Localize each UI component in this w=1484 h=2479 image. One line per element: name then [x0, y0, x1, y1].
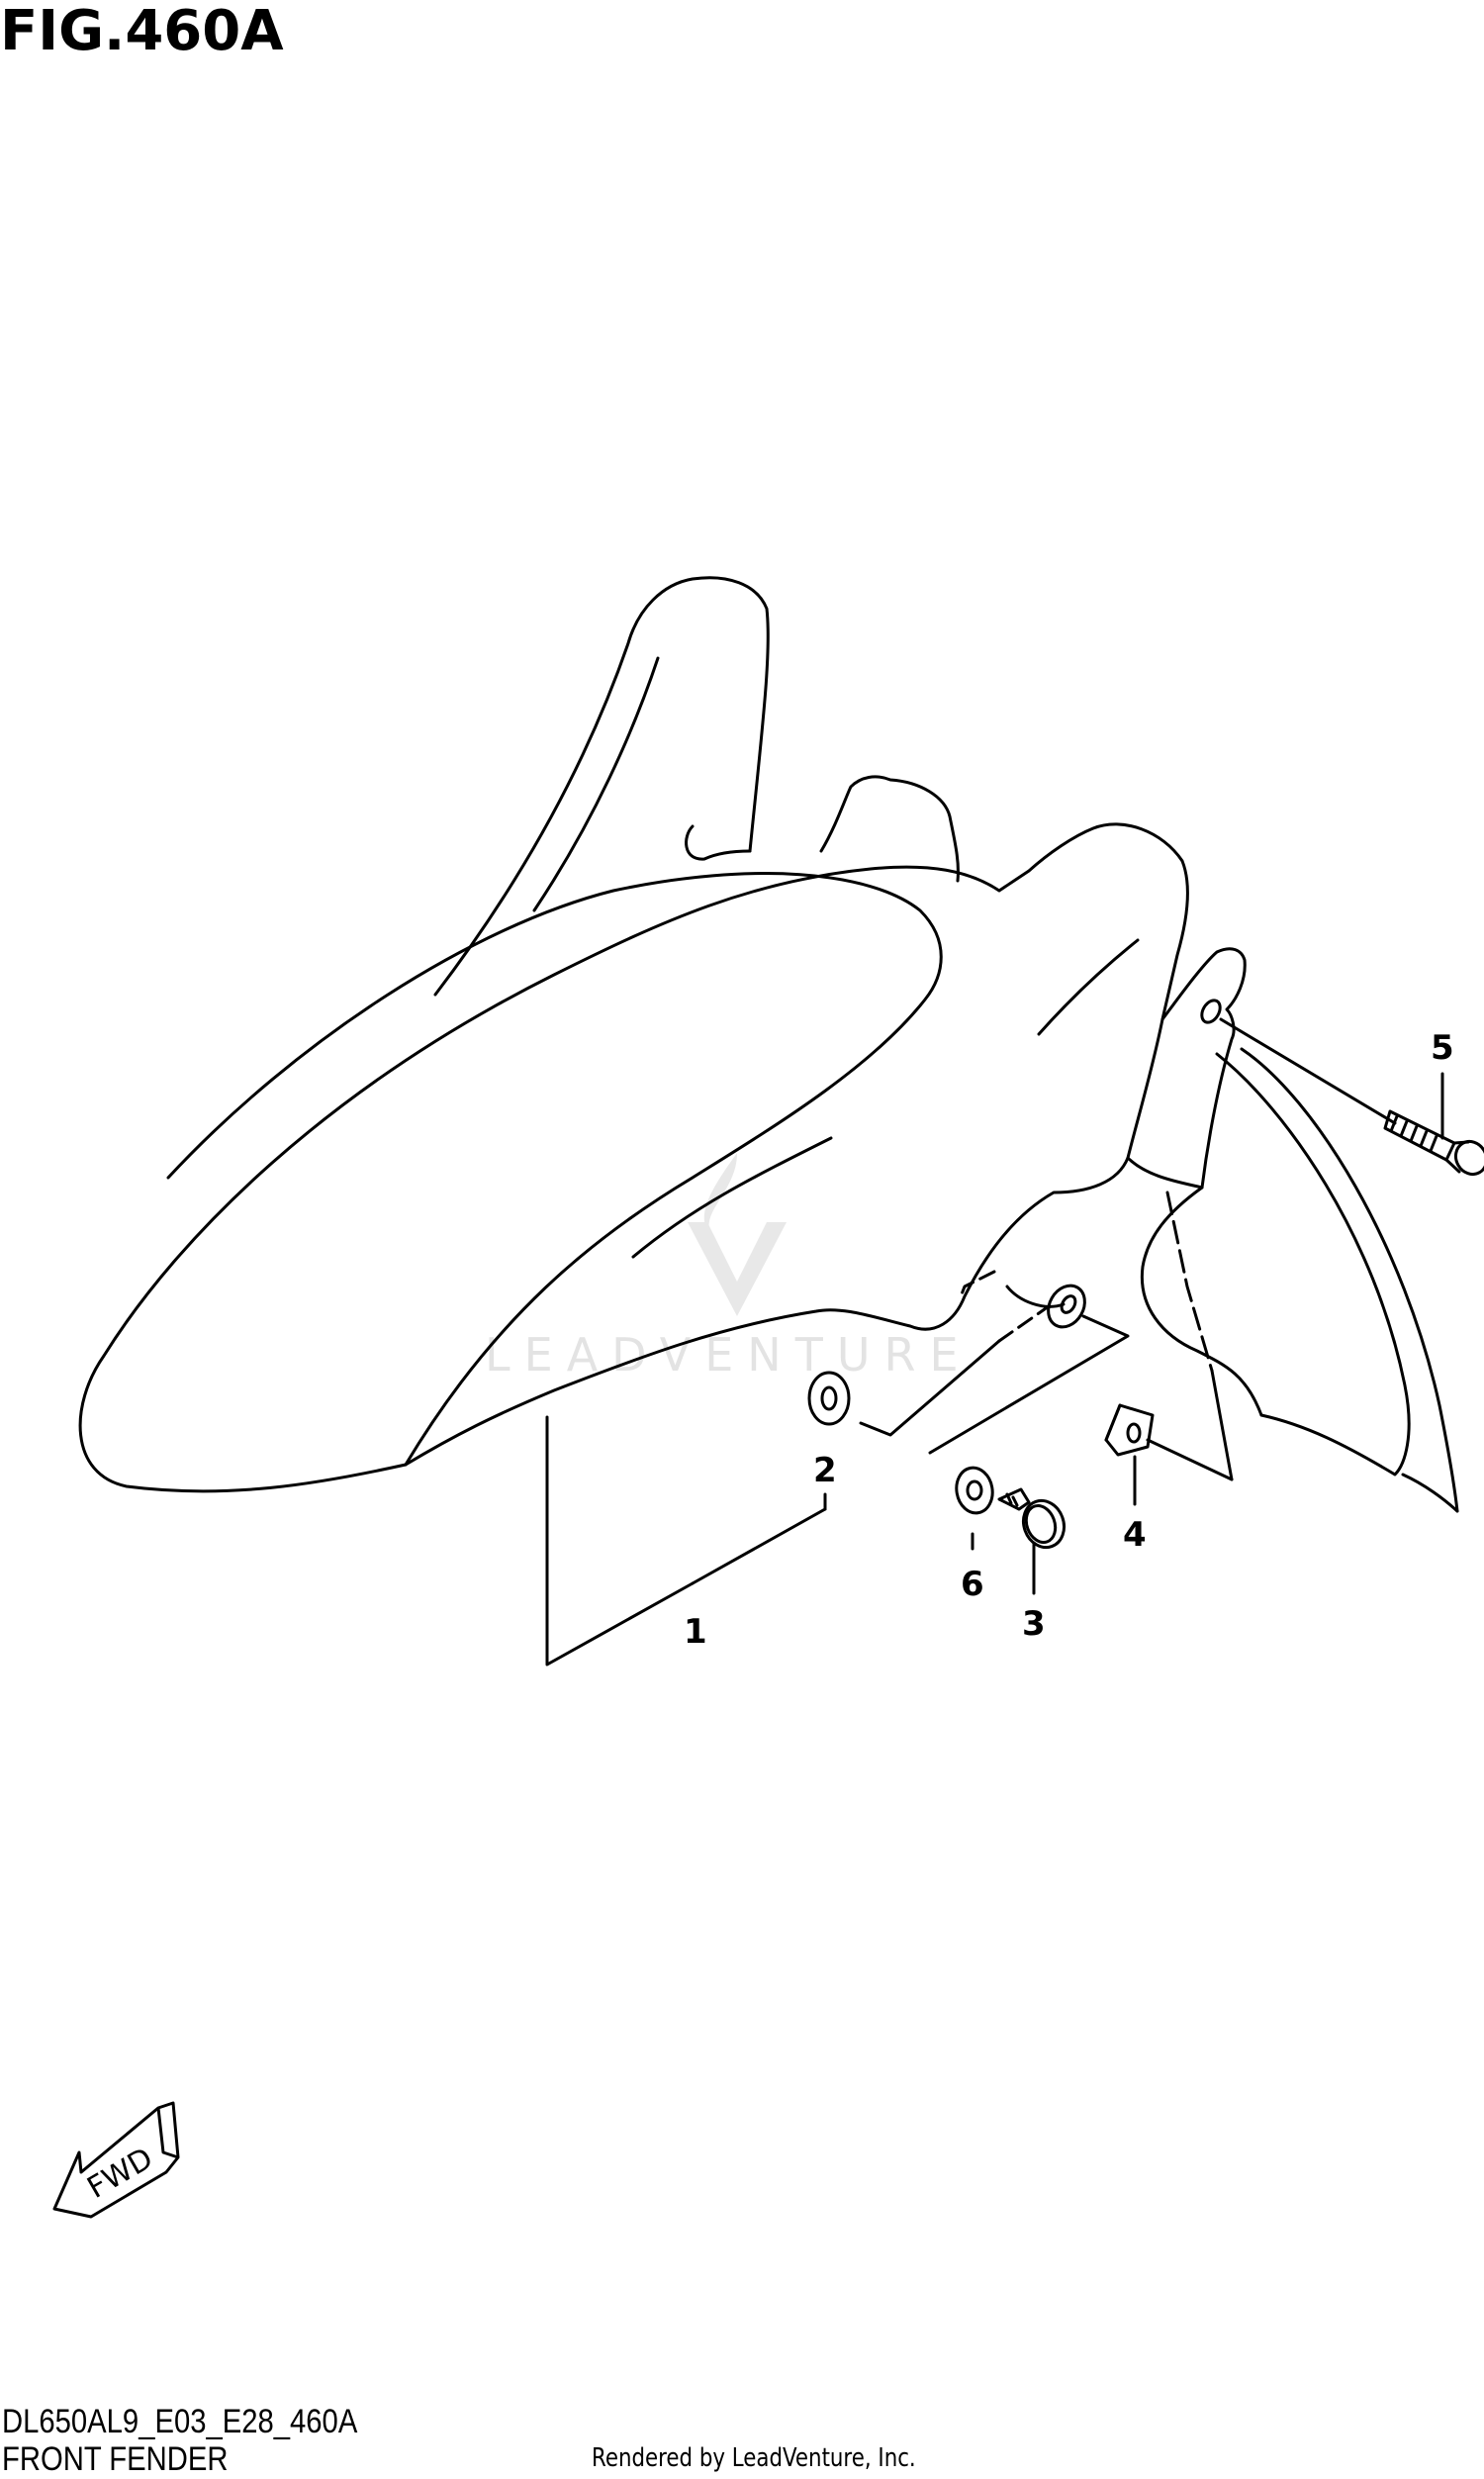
callout-1: 1: [684, 1612, 707, 1652]
figure-title: FIG.460A: [0, 0, 284, 63]
washer-part-6: [955, 1466, 994, 1515]
callout-6: 6: [961, 1565, 984, 1604]
callout-4: 4: [1123, 1515, 1147, 1555]
front-fender-part: [78, 576, 1459, 1513]
bolt-part-5: [1383, 1109, 1484, 1177]
render-credit: Rendered by LeadVenture, Inc.: [592, 2443, 916, 2473]
leader-lines: [545, 1017, 1444, 1667]
figure-caption: FRONT FENDER: [2, 2440, 229, 2478]
callout-3: 3: [1022, 1604, 1046, 1644]
watermark-text: LEADVENTURE: [485, 1328, 973, 1382]
screw-part-3: [997, 1487, 1067, 1550]
nut-part-4: [1104, 1403, 1155, 1457]
callout-2: 2: [813, 1451, 837, 1490]
figure-code: DL650AL9_E03_E28_460A: [2, 2403, 358, 2440]
callout-5: 5: [1431, 1028, 1454, 1068]
washer-part-2: [807, 1371, 851, 1426]
callout-labels: 2 1 6 3 4 5: [684, 1028, 1454, 1652]
fwd-direction-arrow: FWD: [52, 2101, 180, 2219]
leadventure-watermark: LEADVENTURE: [485, 1153, 973, 1382]
